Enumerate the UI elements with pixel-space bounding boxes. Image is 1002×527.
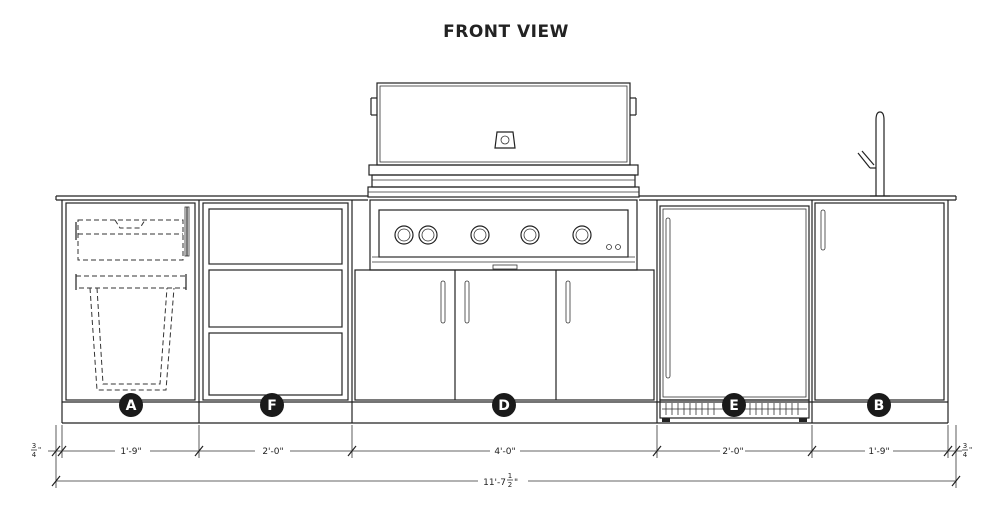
knob-icon [418,225,438,245]
badge-e: E [722,393,746,417]
svg-text:B: B [874,398,885,414]
svg-text:11'-7: 11'-7 [483,478,506,488]
dim-label-a: 1'-9" [120,447,141,457]
badge-a: A [119,393,143,417]
knob-icon [520,225,540,245]
svg-text:3: 3 [963,442,967,450]
vent-grille [662,403,807,415]
badge-b: B [867,393,891,417]
dim-label-total: 11'-7 1 2 " [483,472,518,489]
cabinet-f [202,202,349,401]
svg-text:": " [969,446,972,454]
badge-f: F [260,393,284,417]
dim-label-d: 4'-0" [494,447,515,457]
dim-label-side-left: 3 4 " [31,442,41,459]
svg-text:E: E [729,398,739,414]
cabinet-b [814,202,945,401]
dim-label-e: 2'-0" [722,447,743,457]
countertop [55,195,957,201]
grill-logo-icon [494,131,516,149]
svg-text:A: A [126,398,137,414]
svg-text:D: D [498,398,510,414]
dim-label-b: 1'-9" [868,447,889,457]
cabinet-d [354,269,655,401]
svg-text:4: 4 [963,451,968,459]
knob-icon [572,225,592,245]
svg-text:F: F [267,398,277,414]
cabinet-e [659,205,810,422]
svg-text:4: 4 [32,451,37,459]
knob-icon [470,225,490,245]
svg-text:": " [514,478,518,488]
cabinet-outline [61,200,949,424]
knob-icon [394,225,414,245]
cabinet-a [65,202,196,401]
svg-text:": " [38,446,41,454]
svg-text:2: 2 [508,481,512,489]
grill-control-panel [369,199,638,271]
dimension-lines [48,425,962,488]
svg-text:1: 1 [508,472,512,480]
faucet [857,111,890,197]
grill-hood [367,82,640,198]
dim-label-side-right: 3 4 " [962,442,972,459]
dim-label-f: 2'-0" [262,447,283,457]
badge-d: D [492,393,516,417]
diagram-title: FRONT VIEW [443,22,569,42]
svg-text:3: 3 [32,442,36,450]
